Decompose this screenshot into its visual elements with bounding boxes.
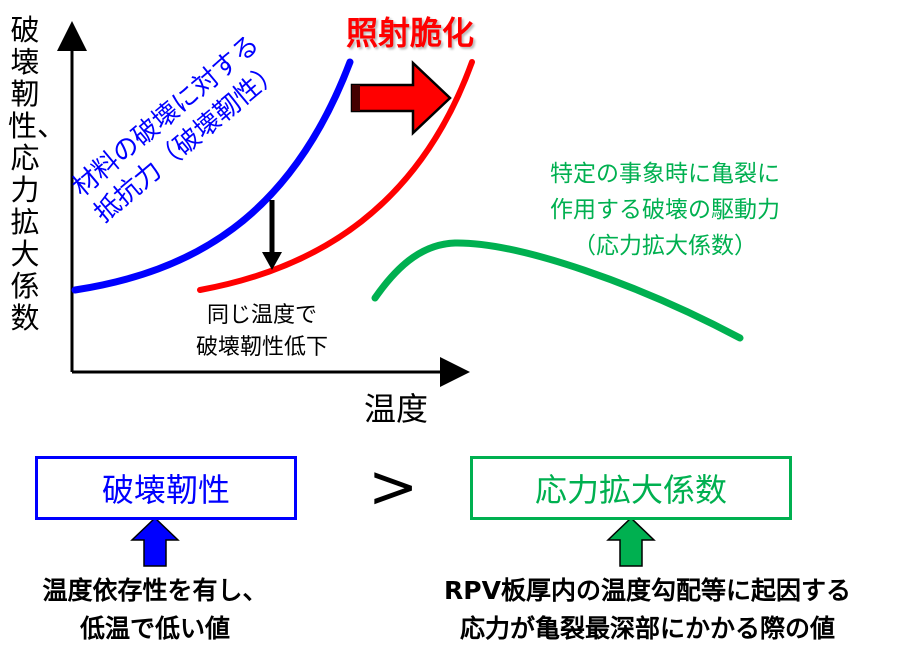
irradiation-title: 照射脆化: [346, 14, 475, 52]
green-annotation: 特定の事象時に亀裂に 作用する破壊の駆動力 （応力拡大係数）: [515, 156, 815, 264]
right-note-line2: 応力が亀裂最深部にかかる際の値: [459, 614, 835, 643]
fracture-toughness-box: 破壊靭性: [35, 456, 297, 520]
up-arrow-green-icon: [606, 516, 656, 567]
stress-intensity-curve: [371, 239, 744, 342]
y-axis-label: 破壊靭性、応力拡大係数: [8, 13, 67, 335]
fracture-toughness-curve: [71, 58, 354, 294]
x-axis-label: 温度: [364, 390, 429, 428]
greater-than-sign: >: [368, 452, 419, 522]
left-note: 温度依存性を有し、 低温で低い値: [5, 572, 305, 648]
left-note-line1: 温度依存性を有し、: [42, 576, 268, 605]
right-note-line1: RPV板厚内の温度勾配等に起因する: [444, 576, 851, 605]
green-annotation-line2: 作用する破壊の駆動力: [550, 197, 780, 223]
black-annotation-line1: 同じ温度で: [206, 303, 317, 328]
black-annotation-line2: 破壊靭性低下: [195, 335, 328, 360]
right-note: RPV板厚内の温度勾配等に起因する 応力が亀裂最深部にかかる際の値: [400, 572, 895, 648]
green-annotation-line1: 特定の事象時に亀裂に: [550, 161, 780, 187]
green-annotation-line3: （応力拡大係数）: [573, 233, 757, 259]
irradiated-toughness-curve: [197, 59, 475, 293]
up-arrow-blue-icon: [130, 516, 180, 567]
black-annotation: 同じ温度で 破壊靭性低下: [162, 300, 362, 364]
stress-intensity-box: 応力拡大係数: [470, 456, 792, 520]
left-note-line2: 低温で低い値: [79, 614, 230, 643]
shift-right-arrow-icon: [350, 60, 452, 136]
down-arrow-icon: [262, 200, 282, 270]
